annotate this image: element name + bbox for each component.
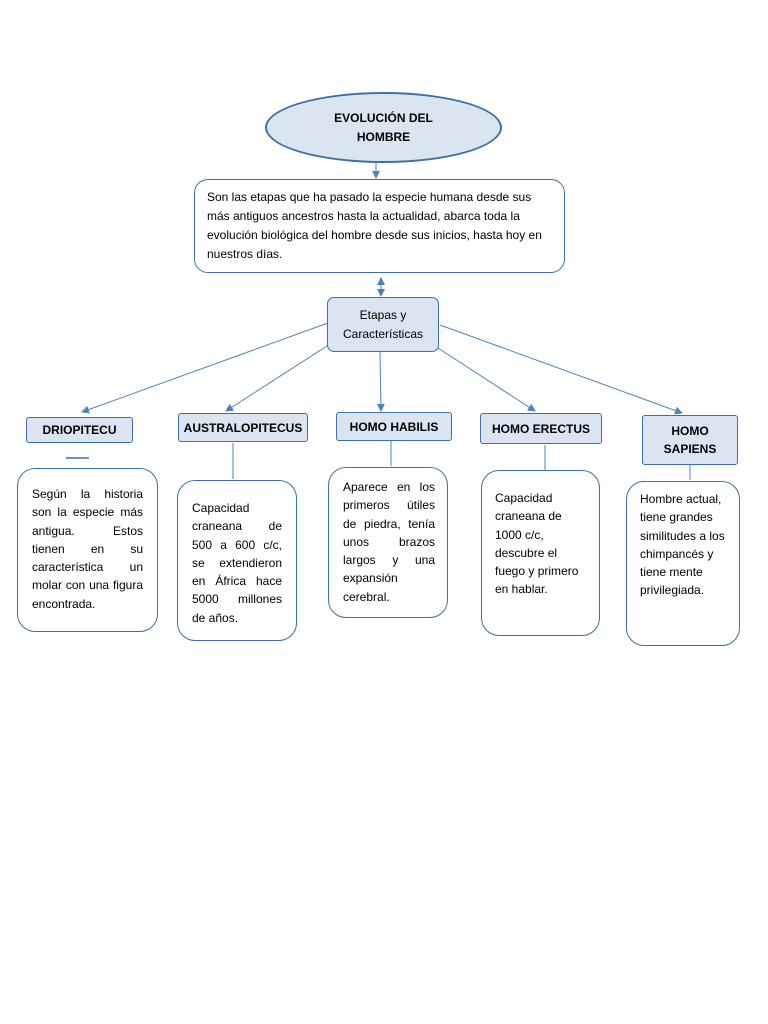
hub-to-homo-habilis-arrow	[376, 351, 385, 412]
stage-card-australopitecus: Capacidad craneana de 500 a 600 c/c, se …	[177, 480, 297, 641]
stage-card-homo-erectus: Capacidad craneana de 1000 c/c, descubre…	[481, 470, 600, 636]
hub-to-australopitecus-arrow	[225, 343, 331, 412]
hub-to-driopitecu-arrow	[81, 322, 329, 414]
description-text: Son las etapas que ha pasado la especie …	[207, 190, 542, 261]
stage-card-homo-habilis: Aparece en los primeros útiles de piedra…	[328, 467, 448, 618]
title-ellipse: EVOLUCIÓN DEL HOMBRE	[265, 92, 502, 163]
description-box: Son las etapas que ha pasado la especie …	[194, 179, 565, 273]
hub-box: Etapas y Características	[327, 297, 439, 352]
hub-to-homo-erectus-arrow	[437, 347, 536, 412]
stage-card-homo-sapiens: Hombre actual, tiene grandes similitudes…	[626, 481, 740, 646]
stage-label-australopitecus: AUSTRALOPITECUS	[178, 413, 308, 442]
stage-label-homo-erectus: HOMO ERECTUS	[480, 413, 602, 444]
hub-to-homo-sapiens-arrow	[439, 324, 683, 415]
stage-label-homo-sapiens: HOMO SAPIENS	[642, 415, 738, 465]
stage-label-driopitecu: DRIOPITECU	[26, 417, 133, 443]
title-text: EVOLUCIÓN DEL HOMBRE	[334, 110, 433, 144]
hub-text: Etapas y Características	[342, 307, 424, 341]
stage-card-driopitecu: Según la historia son la especie más ant…	[17, 468, 158, 632]
stage-label-homo-habilis: HOMO HABILIS	[336, 412, 452, 441]
